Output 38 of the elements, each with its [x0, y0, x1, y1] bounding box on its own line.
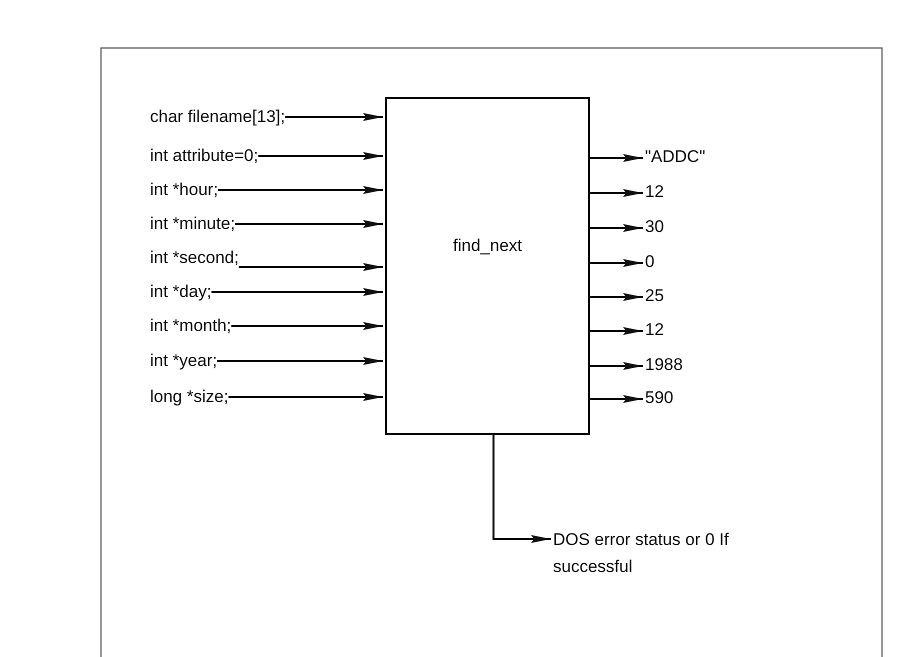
- return-value: 0: [645, 252, 654, 272]
- return-value: 25: [645, 286, 664, 306]
- status-note: DOS error status or 0 If successful: [553, 529, 730, 578]
- parameter-label: char filename[13];: [150, 107, 286, 127]
- arrow: [211, 288, 383, 296]
- arrow: [492, 435, 551, 543]
- parameter-label: int attribute=0;: [150, 146, 258, 166]
- return-value: 590: [645, 388, 674, 408]
- arrow: [228, 393, 383, 401]
- arrow: [235, 220, 383, 228]
- arrow: [590, 327, 643, 335]
- return-value: 12: [645, 320, 664, 340]
- function-box: [385, 97, 590, 435]
- arrow: [217, 357, 383, 365]
- arrow: [590, 154, 643, 162]
- parameter-label: int *day;: [150, 282, 212, 302]
- arrow: [590, 259, 643, 267]
- arrow: [590, 293, 643, 301]
- arrow: [590, 395, 643, 403]
- arrow: [590, 224, 643, 232]
- return-value: 1988: [645, 355, 683, 375]
- arrow: [285, 113, 383, 121]
- parameter-label: int *month;: [150, 316, 232, 336]
- function-name: find_next: [453, 236, 522, 256]
- arrow: [218, 186, 383, 194]
- return-value: "ADDC": [645, 147, 706, 167]
- parameter-label: int *year;: [150, 351, 218, 371]
- parameter-label: int *minute;: [150, 214, 236, 234]
- arrow: [258, 152, 383, 160]
- return-value: 12: [645, 182, 664, 202]
- parameter-label: int *second;: [150, 248, 239, 268]
- return-value: 30: [645, 217, 664, 237]
- arrow: [238, 263, 383, 271]
- arrow: [231, 322, 383, 330]
- parameter-label: long *size;: [150, 387, 228, 407]
- arrow: [590, 189, 643, 197]
- parameter-label: int *hour;: [150, 180, 218, 200]
- arrow: [590, 362, 643, 370]
